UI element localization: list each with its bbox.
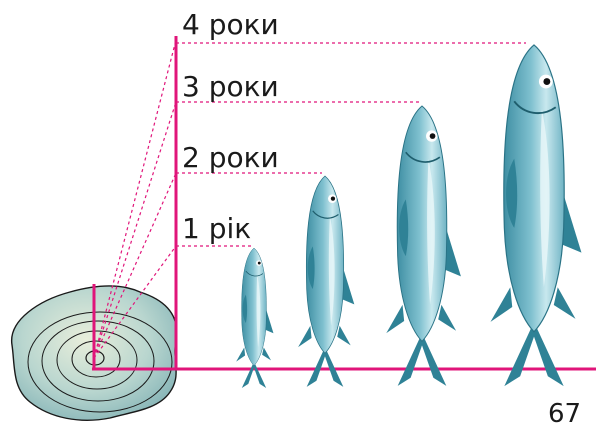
label-age-2: 2 роки (182, 141, 279, 174)
axes (92, 36, 596, 371)
fish-icon-age-3 (385, 105, 462, 387)
fish-icon-age-1 (235, 247, 274, 389)
label-age-1: 1 рік (182, 212, 251, 245)
page-number: 67 (548, 399, 581, 424)
scale-guide-lines (93, 39, 177, 359)
label-age-4: 4 роки (182, 8, 279, 41)
fish-icon-age-2 (297, 175, 355, 388)
fish-icon-age-4 (489, 43, 583, 388)
label-age-3: 3 роки (182, 70, 279, 103)
age-level-lines (176, 42, 526, 247)
